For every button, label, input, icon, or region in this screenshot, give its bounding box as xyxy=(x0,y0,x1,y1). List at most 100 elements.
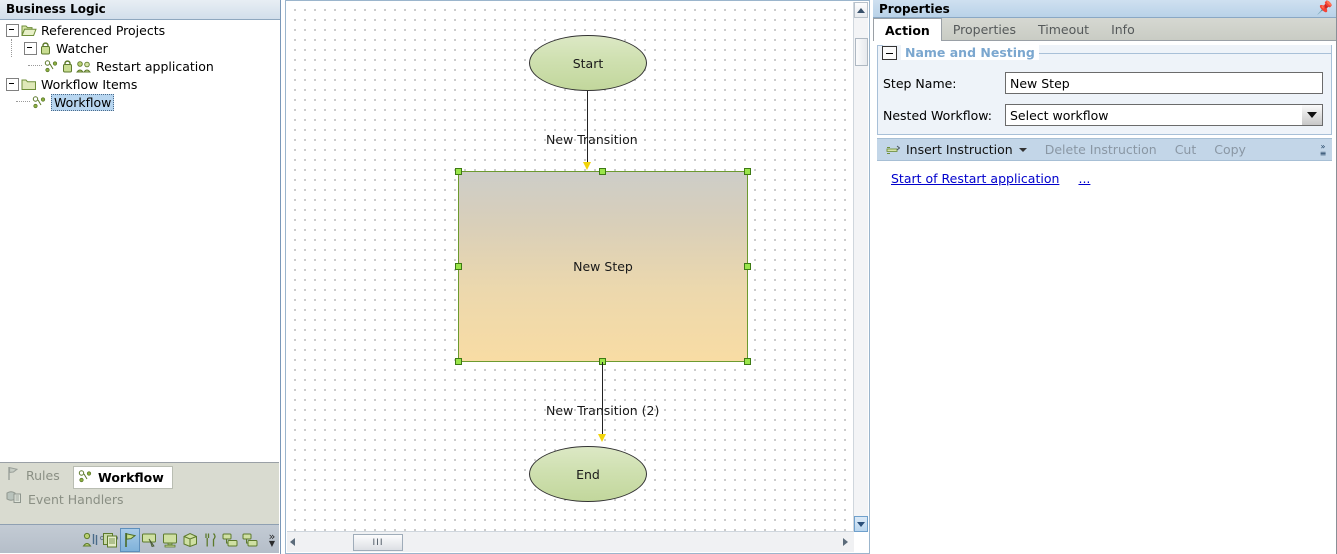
caret-left-icon xyxy=(290,538,295,546)
resize-handle-middle-left[interactable] xyxy=(455,263,462,270)
transition-line-1 xyxy=(587,91,588,165)
tools-icon[interactable] xyxy=(200,528,220,552)
instruction-link[interactable]: Start of Restart application xyxy=(891,171,1059,186)
flag-icon[interactable] xyxy=(120,528,140,552)
resize-handle-top-center[interactable] xyxy=(599,168,606,175)
delete-instruction-button[interactable]: Delete Instruction xyxy=(1036,139,1166,160)
expander-icon[interactable] xyxy=(24,42,37,55)
toolbar-overflow-chevron-icon[interactable]: » ▼ xyxy=(264,528,280,552)
diagram-canvas[interactable]: New Transition Start New Step New Transi… xyxy=(287,2,854,532)
sidebar-tab-event-handlers[interactable]: Event Handlers xyxy=(0,487,279,511)
nested-workflow-label: Nested Workflow: xyxy=(883,108,1005,123)
tab-info[interactable]: Info xyxy=(1100,18,1146,40)
transition-label-2[interactable]: New Transition (2) xyxy=(546,403,659,418)
expander-icon[interactable] xyxy=(6,78,19,91)
expander-icon[interactable] xyxy=(6,24,19,37)
scroll-left-button[interactable] xyxy=(290,538,295,546)
chevron-down-icon[interactable] xyxy=(1302,105,1322,125)
nested-workflow-select[interactable]: Select workflow xyxy=(1005,104,1323,126)
tree-item-label-selected: Workflow xyxy=(51,94,114,111)
chevron-down-icon[interactable] xyxy=(1019,148,1027,152)
caret-right-icon xyxy=(843,538,848,546)
node-label: Start xyxy=(573,56,604,71)
group-title: Name and Nesting xyxy=(901,45,1039,60)
vertical-scrollbar-thumb[interactable] xyxy=(855,38,868,66)
lock-icon xyxy=(39,41,52,55)
node-new-step[interactable]: New Step xyxy=(458,171,748,362)
sidebar-tab-label: Event Handlers xyxy=(28,492,124,507)
copy-label: Copy xyxy=(1214,142,1246,157)
left-panel-toolbar: » ▼ xyxy=(0,524,279,553)
tree-item-label: Referenced Projects xyxy=(41,23,165,38)
insert-instruction-icon xyxy=(886,144,900,156)
business-logic-tree[interactable]: Referenced Projects Watcher xyxy=(0,21,279,461)
scroll-right-button[interactable] xyxy=(843,538,848,546)
cut-button[interactable]: Cut xyxy=(1166,139,1206,160)
database-link-icon[interactable] xyxy=(240,528,260,552)
instruction-list: Start of Restart application ... xyxy=(877,163,1332,187)
panel-title: Properties xyxy=(879,2,950,16)
properties-panel-body: Name and Nesting Step Name: Nested Workf… xyxy=(873,42,1337,554)
pin-icon[interactable]: 📌 xyxy=(1317,2,1333,15)
insert-instruction-label: Insert Instruction xyxy=(906,142,1013,157)
scroll-up-button[interactable] xyxy=(854,2,868,18)
screen-pointer-icon[interactable] xyxy=(140,528,160,552)
tree-item-label: Restart application xyxy=(96,59,214,74)
chevron-down-icon: ≡ xyxy=(1320,150,1327,157)
resize-handle-bottom-right[interactable] xyxy=(744,358,751,365)
step-name-row: Step Name: xyxy=(883,72,1323,94)
resize-handle-middle-right[interactable] xyxy=(744,263,751,270)
monitor-icon[interactable] xyxy=(160,528,180,552)
people-group-icon xyxy=(76,60,92,73)
sidebar-tab-label: Workflow xyxy=(98,470,164,485)
caret-down-icon xyxy=(857,522,865,527)
tree-guide xyxy=(11,39,24,57)
sidebar-tab-workflow[interactable]: Workflow xyxy=(73,466,173,489)
nested-workflow-row: Nested Workflow: Select workflow xyxy=(883,104,1323,126)
tree-item-workflow[interactable]: Workflow xyxy=(0,93,279,111)
insert-instruction-button[interactable]: Insert Instruction xyxy=(877,139,1036,160)
tab-timeout[interactable]: Timeout xyxy=(1027,18,1100,40)
tree-item-watcher[interactable]: Watcher xyxy=(0,39,279,57)
workflow-icon xyxy=(44,60,59,73)
tree-item-restart-application[interactable]: Restart application xyxy=(0,57,279,75)
minus-icon[interactable] xyxy=(882,46,897,60)
properties-panel: Properties 📌 Action Properties Timeout I… xyxy=(873,0,1337,554)
tab-action[interactable]: Action xyxy=(873,18,942,41)
canvas-vertical-scrollbar[interactable] xyxy=(853,2,868,532)
cut-label: Cut xyxy=(1175,142,1197,157)
horizontal-scrollbar-thumb[interactable]: III xyxy=(353,534,403,551)
scroll-down-button[interactable] xyxy=(854,516,868,532)
workflow-diagram-editor[interactable]: New Transition Start New Step New Transi… xyxy=(285,0,870,554)
event-handler-icon xyxy=(6,490,22,508)
resize-handle-top-left[interactable] xyxy=(455,168,462,175)
node-end[interactable]: End xyxy=(529,446,647,502)
toolbar-overflow-icon[interactable]: » ≡ xyxy=(1316,139,1330,160)
tab-properties[interactable]: Properties xyxy=(942,18,1027,40)
step-name-input[interactable] xyxy=(1005,72,1323,94)
transition-label-1[interactable]: New Transition xyxy=(546,132,638,147)
copy-documents-icon[interactable] xyxy=(100,528,120,552)
canvas-horizontal-scrollbar[interactable]: III xyxy=(287,531,854,552)
copy-button[interactable]: Copy xyxy=(1205,139,1255,160)
database-connect-icon[interactable] xyxy=(220,528,240,552)
tree-item-referenced-projects[interactable]: Referenced Projects xyxy=(0,21,279,39)
list-item: Start of Restart application ... xyxy=(877,168,1332,187)
resize-handle-top-right[interactable] xyxy=(744,168,751,175)
tree-item-workflow-items[interactable]: Workflow Items xyxy=(0,75,279,93)
resize-handle-bottom-left[interactable] xyxy=(455,358,462,365)
users-attribute-icon[interactable] xyxy=(80,528,100,552)
cube-icon[interactable] xyxy=(180,528,200,552)
flag-icon xyxy=(6,466,20,484)
instruction-ellipsis-link[interactable]: ... xyxy=(1078,171,1090,186)
toolbar-button-group: » ▼ xyxy=(80,527,280,553)
folder-open-icon xyxy=(21,24,37,37)
tree-guide xyxy=(16,101,30,103)
tab-label: Info xyxy=(1111,22,1135,37)
node-start[interactable]: Start xyxy=(529,35,647,91)
sidebar-tab-label: Rules xyxy=(26,468,60,483)
transition-arrow-1 xyxy=(583,162,591,170)
workflow-icon xyxy=(78,470,93,486)
tree-item-label: Workflow Items xyxy=(41,77,137,92)
